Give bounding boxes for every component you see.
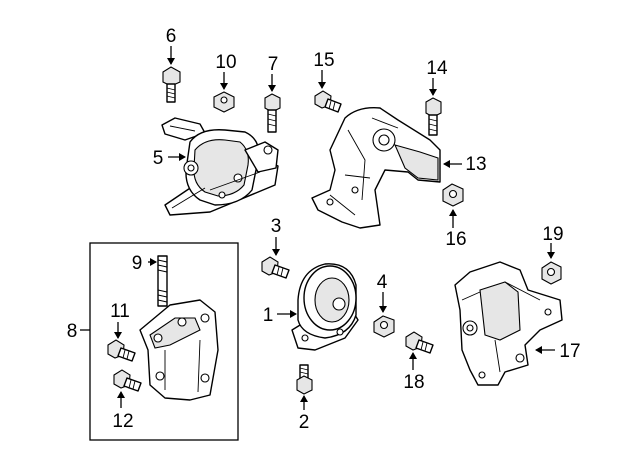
part-3-bolt (261, 256, 290, 279)
callout-3: 3 (271, 216, 282, 237)
part-5-mount (161, 117, 279, 216)
callout-2: 2 (299, 412, 310, 433)
part-1-mount (291, 263, 359, 351)
callout-12: 12 (112, 411, 133, 432)
callout-8: 8 (67, 321, 78, 342)
part-12-bolt (113, 369, 142, 392)
callout-labels: 6 10 7 15 14 5 13 16 3 4 1 2 18 19 17 9 … (67, 26, 581, 433)
callout-9: 9 (132, 253, 143, 274)
callout-16: 16 (445, 229, 466, 250)
part-9-stud (157, 255, 168, 307)
callout-6: 6 (166, 26, 177, 47)
callout-5: 5 (153, 148, 164, 169)
callout-19: 19 (542, 224, 563, 245)
part-7-bolt (264, 93, 281, 133)
part-13-bracket (311, 107, 441, 229)
part-19-nut (541, 261, 562, 285)
part-16-nut (442, 183, 464, 207)
callout-4: 4 (377, 272, 388, 293)
part-2-bolt (296, 364, 313, 395)
part-18-bolt (405, 331, 434, 354)
part-10-nut (213, 91, 235, 113)
callout-1: 1 (263, 305, 274, 326)
part-6-bolt (162, 66, 181, 103)
callout-17: 17 (559, 341, 580, 362)
callout-11: 11 (110, 301, 130, 322)
leader-lines (80, 46, 555, 410)
part-11-bolt (107, 339, 136, 362)
part-15-bolt (314, 90, 342, 113)
part-14-bolt (425, 97, 442, 136)
callout-18: 18 (403, 372, 424, 393)
callout-7: 7 (268, 54, 279, 75)
callout-13: 13 (465, 154, 486, 175)
callout-14: 14 (426, 58, 448, 79)
part-4-nut (373, 315, 395, 338)
part-8-group-box (89, 242, 239, 441)
callout-15: 15 (313, 50, 334, 71)
part-8-bracket (139, 299, 219, 401)
part-17-mount (454, 261, 563, 386)
callout-10: 10 (215, 52, 236, 73)
